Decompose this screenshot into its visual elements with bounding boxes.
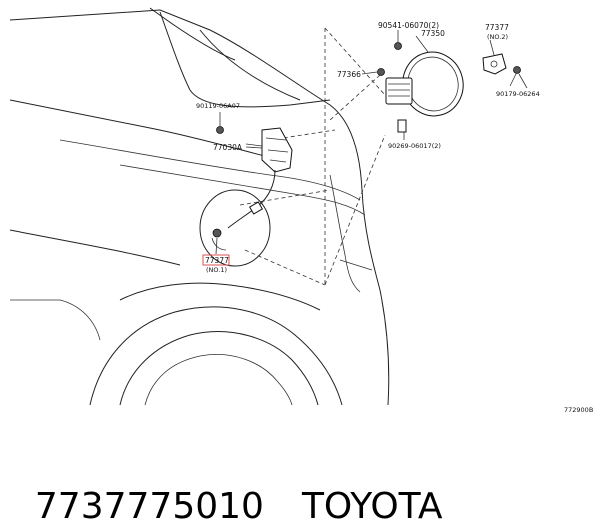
label-bolt-mid: 90119-06A07 [196, 102, 240, 110]
label-bolt-top: 90541-06070(2) [378, 21, 439, 30]
label-hinge-no2: 77377 [485, 23, 509, 32]
highlight-box [202, 254, 230, 266]
label-clip-left: 77366 [337, 70, 361, 79]
hinge-no2-part [482, 39, 521, 87]
parts-diagram: 90541-06070(2) 77350 77377 (NO.2) 77366 … [9, 7, 593, 414]
label-fuel-lid: 77350 [421, 29, 445, 38]
label-screw-right: 90179-06264 [496, 90, 540, 98]
label-hinge-no2-sub: (NO.2) [487, 33, 508, 41]
brand-name: TOYOTA [301, 486, 443, 527]
label-screw-bottom: 90269-06017(2) [388, 142, 441, 150]
fuel-lid-part [377, 42, 464, 133]
opener-cable-part [212, 126, 293, 238]
part-number: 7737775010 [34, 486, 264, 527]
leader-lines [215, 30, 528, 255]
caption: 7737775010 TOYOTA [12, 432, 592, 527]
part-labels: 90541-06070(2) 77350 77377 (NO.2) 77366 … [196, 21, 593, 414]
label-hinge-no1: 77377 [205, 256, 229, 265]
fuel-opening [199, 189, 271, 267]
label-opener-cable: 77030A [213, 143, 243, 152]
car-body-outline [9, 7, 390, 406]
label-hinge-no1-sub: (NO.1) [206, 266, 227, 274]
diagram-code: 772900B [564, 406, 593, 414]
